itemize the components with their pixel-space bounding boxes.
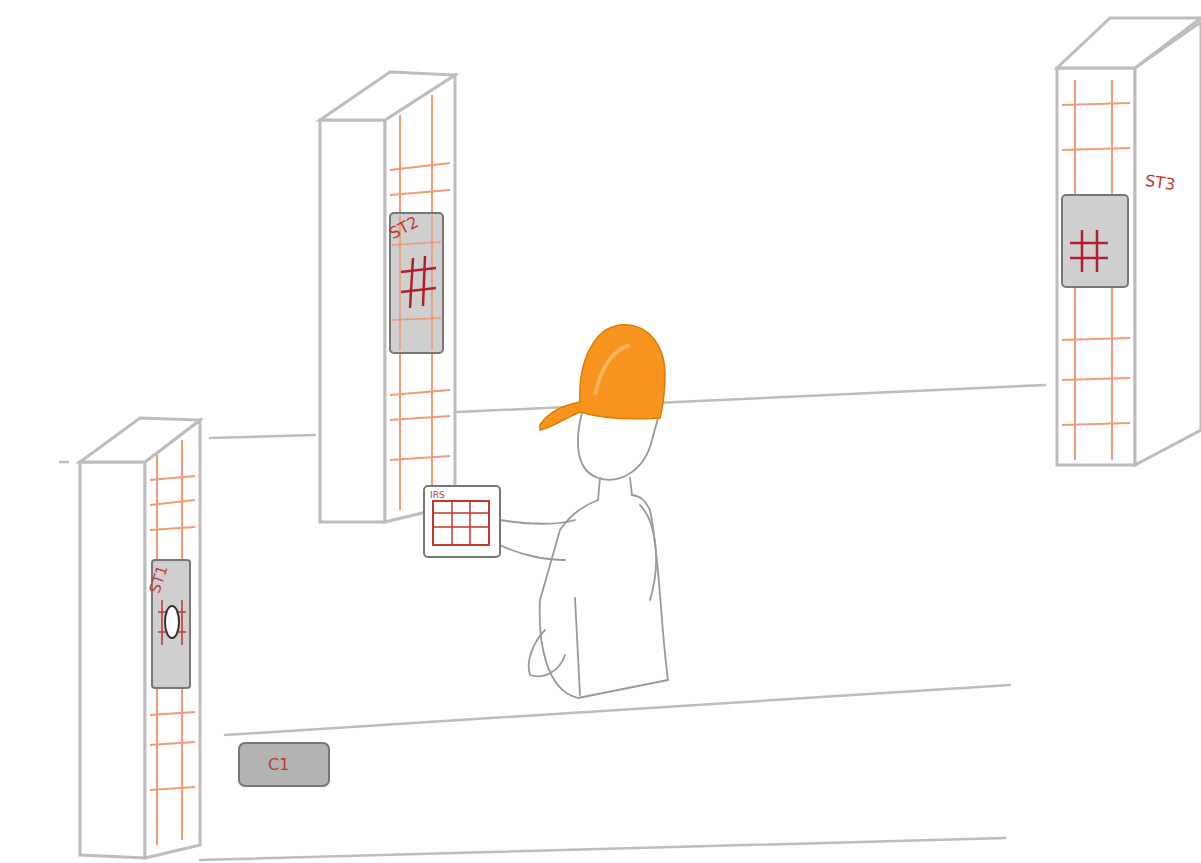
rebar (150, 476, 195, 480)
column-face (145, 420, 200, 858)
worker-hand (529, 630, 565, 676)
column-face (1135, 22, 1201, 465)
panel-grid (158, 600, 186, 645)
column-one (80, 418, 200, 858)
panel-grid (1070, 230, 1108, 272)
grid-line (1081, 230, 1084, 272)
worker-neck (598, 478, 600, 500)
rebar (399, 115, 401, 510)
tablet-device: IRS (423, 485, 501, 558)
rebar (1062, 103, 1130, 105)
table-line (469, 501, 471, 545)
grid-line (410, 258, 413, 308)
sensor-panel (1062, 195, 1128, 287)
table-line (451, 501, 453, 545)
grid-line (181, 600, 183, 645)
grid-line (1070, 242, 1108, 245)
column-face (385, 75, 455, 522)
floor-line (457, 385, 1045, 412)
rebar (390, 163, 450, 170)
rebar (392, 242, 441, 245)
panel-grid (401, 256, 436, 308)
rebar (181, 440, 183, 840)
floor-line (200, 838, 1005, 860)
rebar (1062, 148, 1130, 150)
rebar (150, 527, 195, 530)
core-sample: C1 (238, 742, 330, 787)
table-line (433, 526, 489, 528)
worker-arm (500, 545, 565, 560)
rebar (390, 390, 450, 395)
worker-arm (640, 505, 656, 600)
column-face (1057, 68, 1135, 465)
column-top (320, 72, 455, 120)
rebar (150, 712, 195, 715)
rebar (1062, 338, 1130, 340)
rebar (431, 95, 433, 505)
worker-head (578, 412, 658, 480)
rebar-grid (1062, 80, 1130, 460)
grid-line (401, 288, 436, 292)
rebar (431, 215, 433, 350)
floor-lines (60, 385, 1045, 860)
grid-line (423, 256, 425, 306)
rebar (390, 190, 450, 195)
rebar (1062, 378, 1130, 380)
column-face (320, 120, 385, 522)
grid-line (1096, 230, 1099, 272)
hat-highlight (595, 345, 630, 395)
node-label: IRS (430, 491, 445, 500)
rebar-grid (150, 440, 195, 845)
worker-outline (500, 412, 668, 698)
column-three (1057, 18, 1201, 465)
floor-line (210, 435, 315, 438)
rebar (392, 318, 441, 320)
node-label: ST3 (1144, 173, 1176, 193)
column-two (320, 72, 455, 522)
column-top (1057, 18, 1201, 68)
worker-neck (630, 478, 632, 495)
worker-arm (500, 520, 575, 524)
worker-robe-fold (575, 598, 580, 695)
node-label: ST2 (387, 214, 421, 242)
rebar (150, 742, 195, 745)
column-face: ST2 (385, 100, 455, 520)
column-face (80, 462, 145, 858)
node-label: C1 (268, 757, 289, 773)
worker-body (540, 495, 668, 698)
rebar (150, 500, 195, 505)
table-border (433, 501, 489, 545)
rebar (1062, 423, 1130, 425)
column-face: ST3 (1135, 45, 1195, 465)
grid-line (401, 268, 436, 272)
column-face: ST1 (145, 440, 200, 850)
grid-line (1070, 257, 1108, 260)
rebar (150, 787, 195, 790)
rebar-grid (390, 95, 450, 510)
rebar (390, 456, 450, 460)
hard-hat (540, 325, 665, 430)
floor-line (60, 461, 68, 464)
table-line (433, 512, 489, 514)
floor-line (225, 685, 1010, 735)
node-label: ST1 (148, 564, 171, 595)
grid-line (161, 600, 163, 645)
core-hole (165, 606, 179, 638)
rebar (390, 416, 450, 420)
worker-figure (500, 325, 668, 698)
